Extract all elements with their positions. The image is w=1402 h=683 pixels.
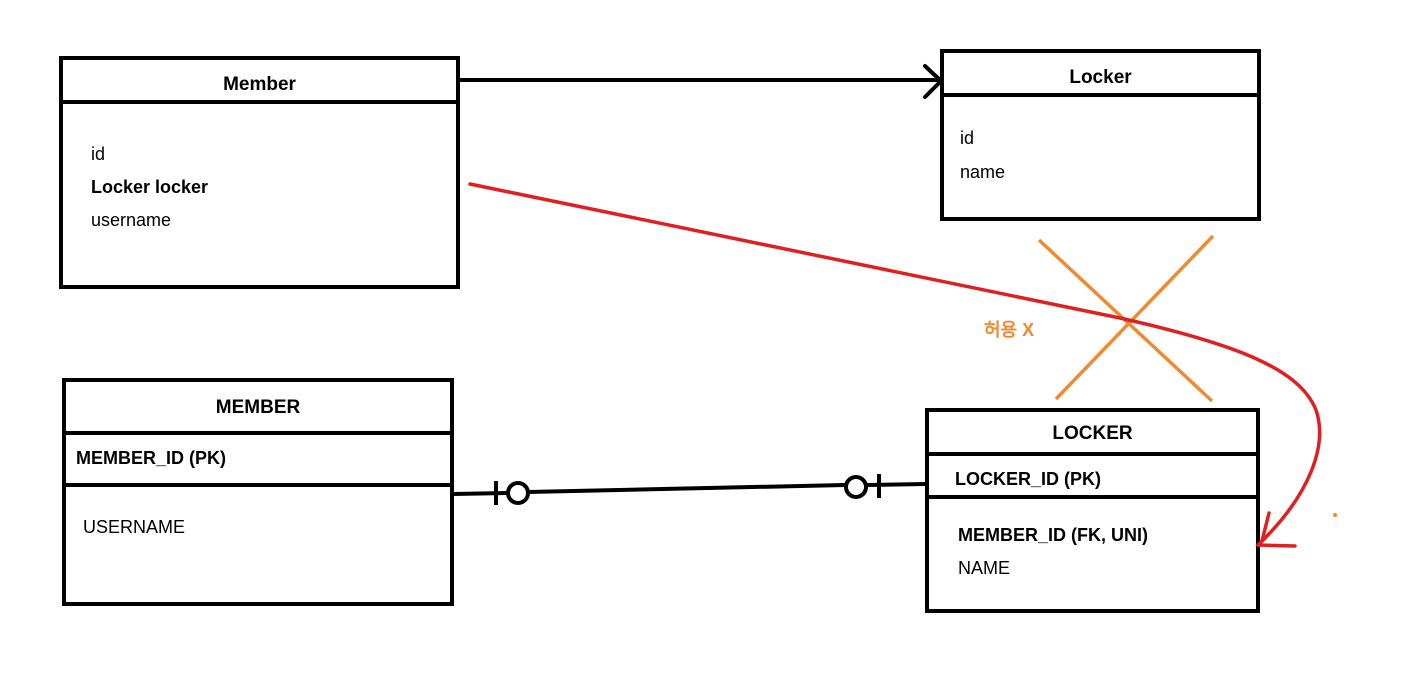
locker-class-divider: [940, 93, 1261, 97]
optional-circle-locker: [844, 475, 868, 499]
member-table-divider-1: [62, 431, 454, 435]
not-allowed-label: 허용 X: [984, 320, 1035, 340]
locker-field-name: name: [960, 162, 1006, 182]
member-class-box: Member id Locker locker username: [59, 56, 460, 289]
locker-table-col-name: NAME: [958, 558, 1011, 578]
association-arrow: [458, 64, 943, 99]
erd-relationship-line: [452, 474, 927, 505]
locker-field-id: id: [960, 128, 975, 148]
locker-table-divider-2: [925, 495, 1260, 499]
member-table-divider-2: [62, 483, 454, 487]
member-field-username: username: [91, 210, 172, 230]
locker-table-divider-1: [925, 452, 1260, 456]
locker-table-pk: LOCKER_ID (PK): [955, 469, 1102, 489]
locker-table-box: LOCKER LOCKER_ID (PK) MEMBER_ID (FK, UNI…: [925, 408, 1260, 613]
orange-dot: [1333, 513, 1337, 517]
locker-table-col-member-id: MEMBER_ID (FK, UNI): [958, 525, 1148, 545]
member-class-title: Member: [223, 74, 296, 95]
member-table-col-username: USERNAME: [83, 517, 186, 537]
member-field-locker: Locker locker: [91, 177, 209, 197]
locker-class-box: Locker id name: [940, 49, 1261, 221]
member-table-pk: MEMBER_ID (PK): [76, 448, 227, 468]
member-table-title: MEMBER: [215, 397, 301, 418]
optional-circle-member: [506, 481, 530, 505]
locker-table-title: LOCKER: [1052, 423, 1133, 444]
member-field-id: id: [91, 144, 106, 164]
member-table-box: MEMBER MEMBER_ID (PK) USERNAME: [62, 378, 454, 606]
red-mapping-arrow: [468, 182, 1322, 548]
member-class-divider: [59, 100, 460, 104]
locker-class-title: Locker: [1069, 67, 1132, 88]
